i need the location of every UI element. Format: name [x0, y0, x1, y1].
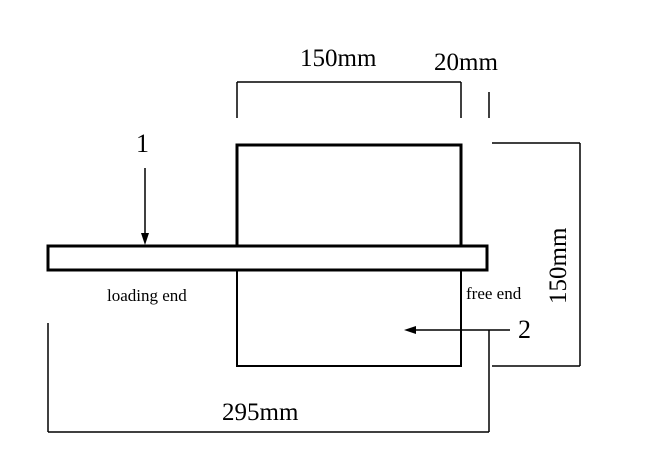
dim-block-height-label: 150mm [545, 227, 572, 304]
marker-2-arrow [404, 326, 510, 334]
dim-block-width-label: 150mm [300, 45, 377, 72]
marker-1-label: 1 [136, 129, 149, 158]
marker-2-label: 2 [518, 315, 531, 344]
block-upper [235, 143, 463, 246]
dim-block-width [236, 81, 462, 118]
dim-gap-label: 20mm [434, 49, 498, 76]
free-end-label: free end [466, 284, 522, 303]
loading-end-label: loading end [107, 286, 187, 305]
dim-total-length [47, 323, 490, 433]
dim-block-height [492, 142, 581, 367]
steel-bar [46, 244, 489, 272]
block-lower [236, 270, 462, 367]
dim-total-length-label: 295mm [222, 399, 299, 426]
marker-1-arrow [141, 168, 149, 245]
